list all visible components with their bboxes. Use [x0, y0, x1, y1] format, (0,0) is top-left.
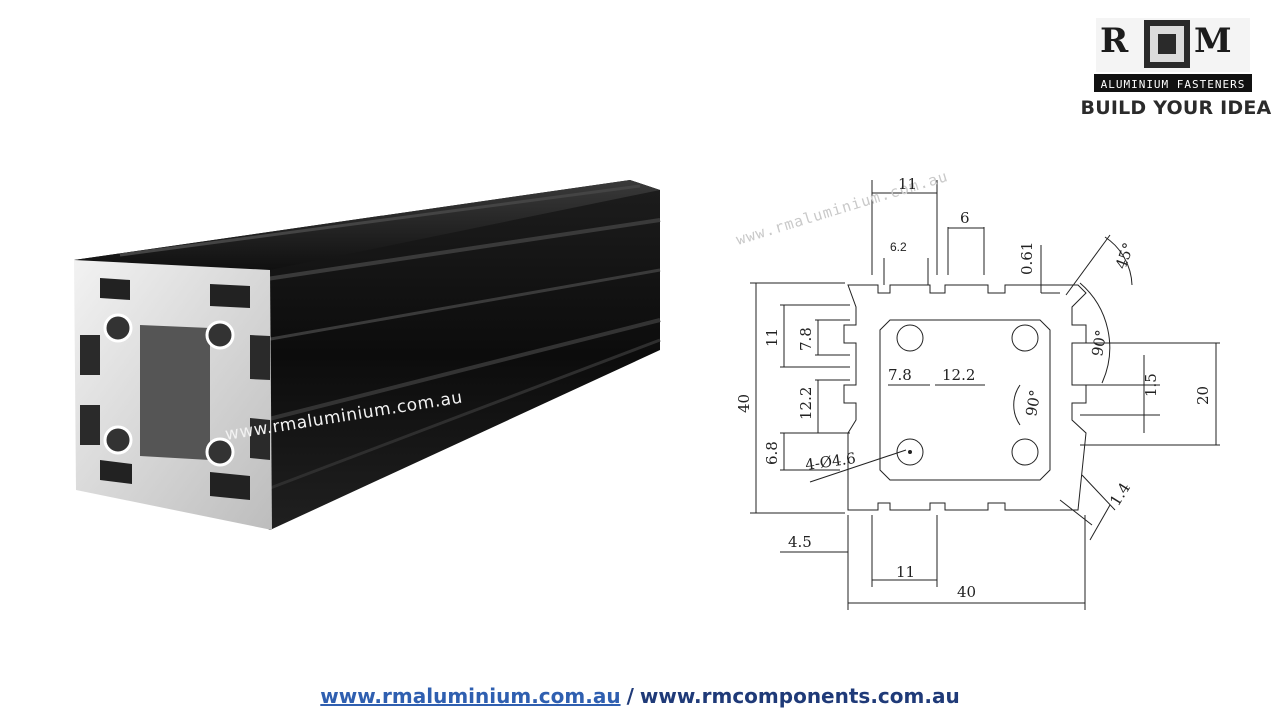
dim-left-11: 11: [763, 328, 781, 347]
product-photo: www.rmaluminium.com.au: [60, 160, 700, 550]
profile-outline: [843, 284, 1087, 511]
logo-letter-r: R: [1100, 21, 1129, 61]
logo-letter-m: M: [1194, 21, 1232, 61]
dim-angle-45: 45°: [1112, 240, 1138, 271]
dim-bottom-4-5: 4.5: [788, 533, 812, 551]
link-rmaluminium[interactable]: www.rmaluminium.com.au: [320, 684, 621, 708]
dim-bottom-11: 11: [896, 563, 915, 581]
dim-mid-12-2: 12.2: [942, 366, 975, 384]
drawing-watermark: www.rmaluminium.com.au: [734, 167, 950, 249]
dim-top-11: 11: [898, 175, 917, 193]
footer-separator: /: [626, 684, 634, 708]
profile-end-face: [74, 260, 272, 530]
dim-angle-90-inner: 90°: [1022, 388, 1044, 417]
dim-holes: 4-Ø4.6: [804, 449, 857, 474]
dim-left-6-8: 6.8: [763, 441, 781, 465]
dim-bottom-40: 40: [957, 583, 976, 601]
tagline: BUILD YOUR IDEA: [1080, 97, 1272, 119]
logo-banner: ALUMINIUM FASTENERS: [1101, 78, 1246, 91]
dim-left-12-2: 12.2: [797, 387, 815, 420]
dim-mid-7-8: 7.8: [888, 366, 912, 384]
dim-angle-90: 90°: [1088, 328, 1110, 357]
dim-right-1-5: 1.5: [1142, 373, 1160, 397]
dim-left-7-8: 7.8: [797, 327, 815, 351]
brand-logo: R M ALUMINIUM FASTENERS: [1092, 14, 1254, 96]
dim-right-20: 20: [1194, 386, 1212, 405]
dim-top-0-61: 0.61: [1018, 242, 1036, 275]
technical-drawing: www.rmaluminium.com.au 11 6 6.2 0.61 45°…: [720, 115, 1280, 615]
link-rmcomponents[interactable]: www.rmcomponents.com.au: [639, 684, 960, 708]
footer-links: www.rmaluminium.com.au/www.rmcomponents.…: [0, 684, 1280, 708]
dim-top-6: 6: [960, 209, 970, 227]
dim-top-6-2: 6.2: [890, 240, 907, 254]
dim-left-40: 40: [735, 394, 753, 413]
